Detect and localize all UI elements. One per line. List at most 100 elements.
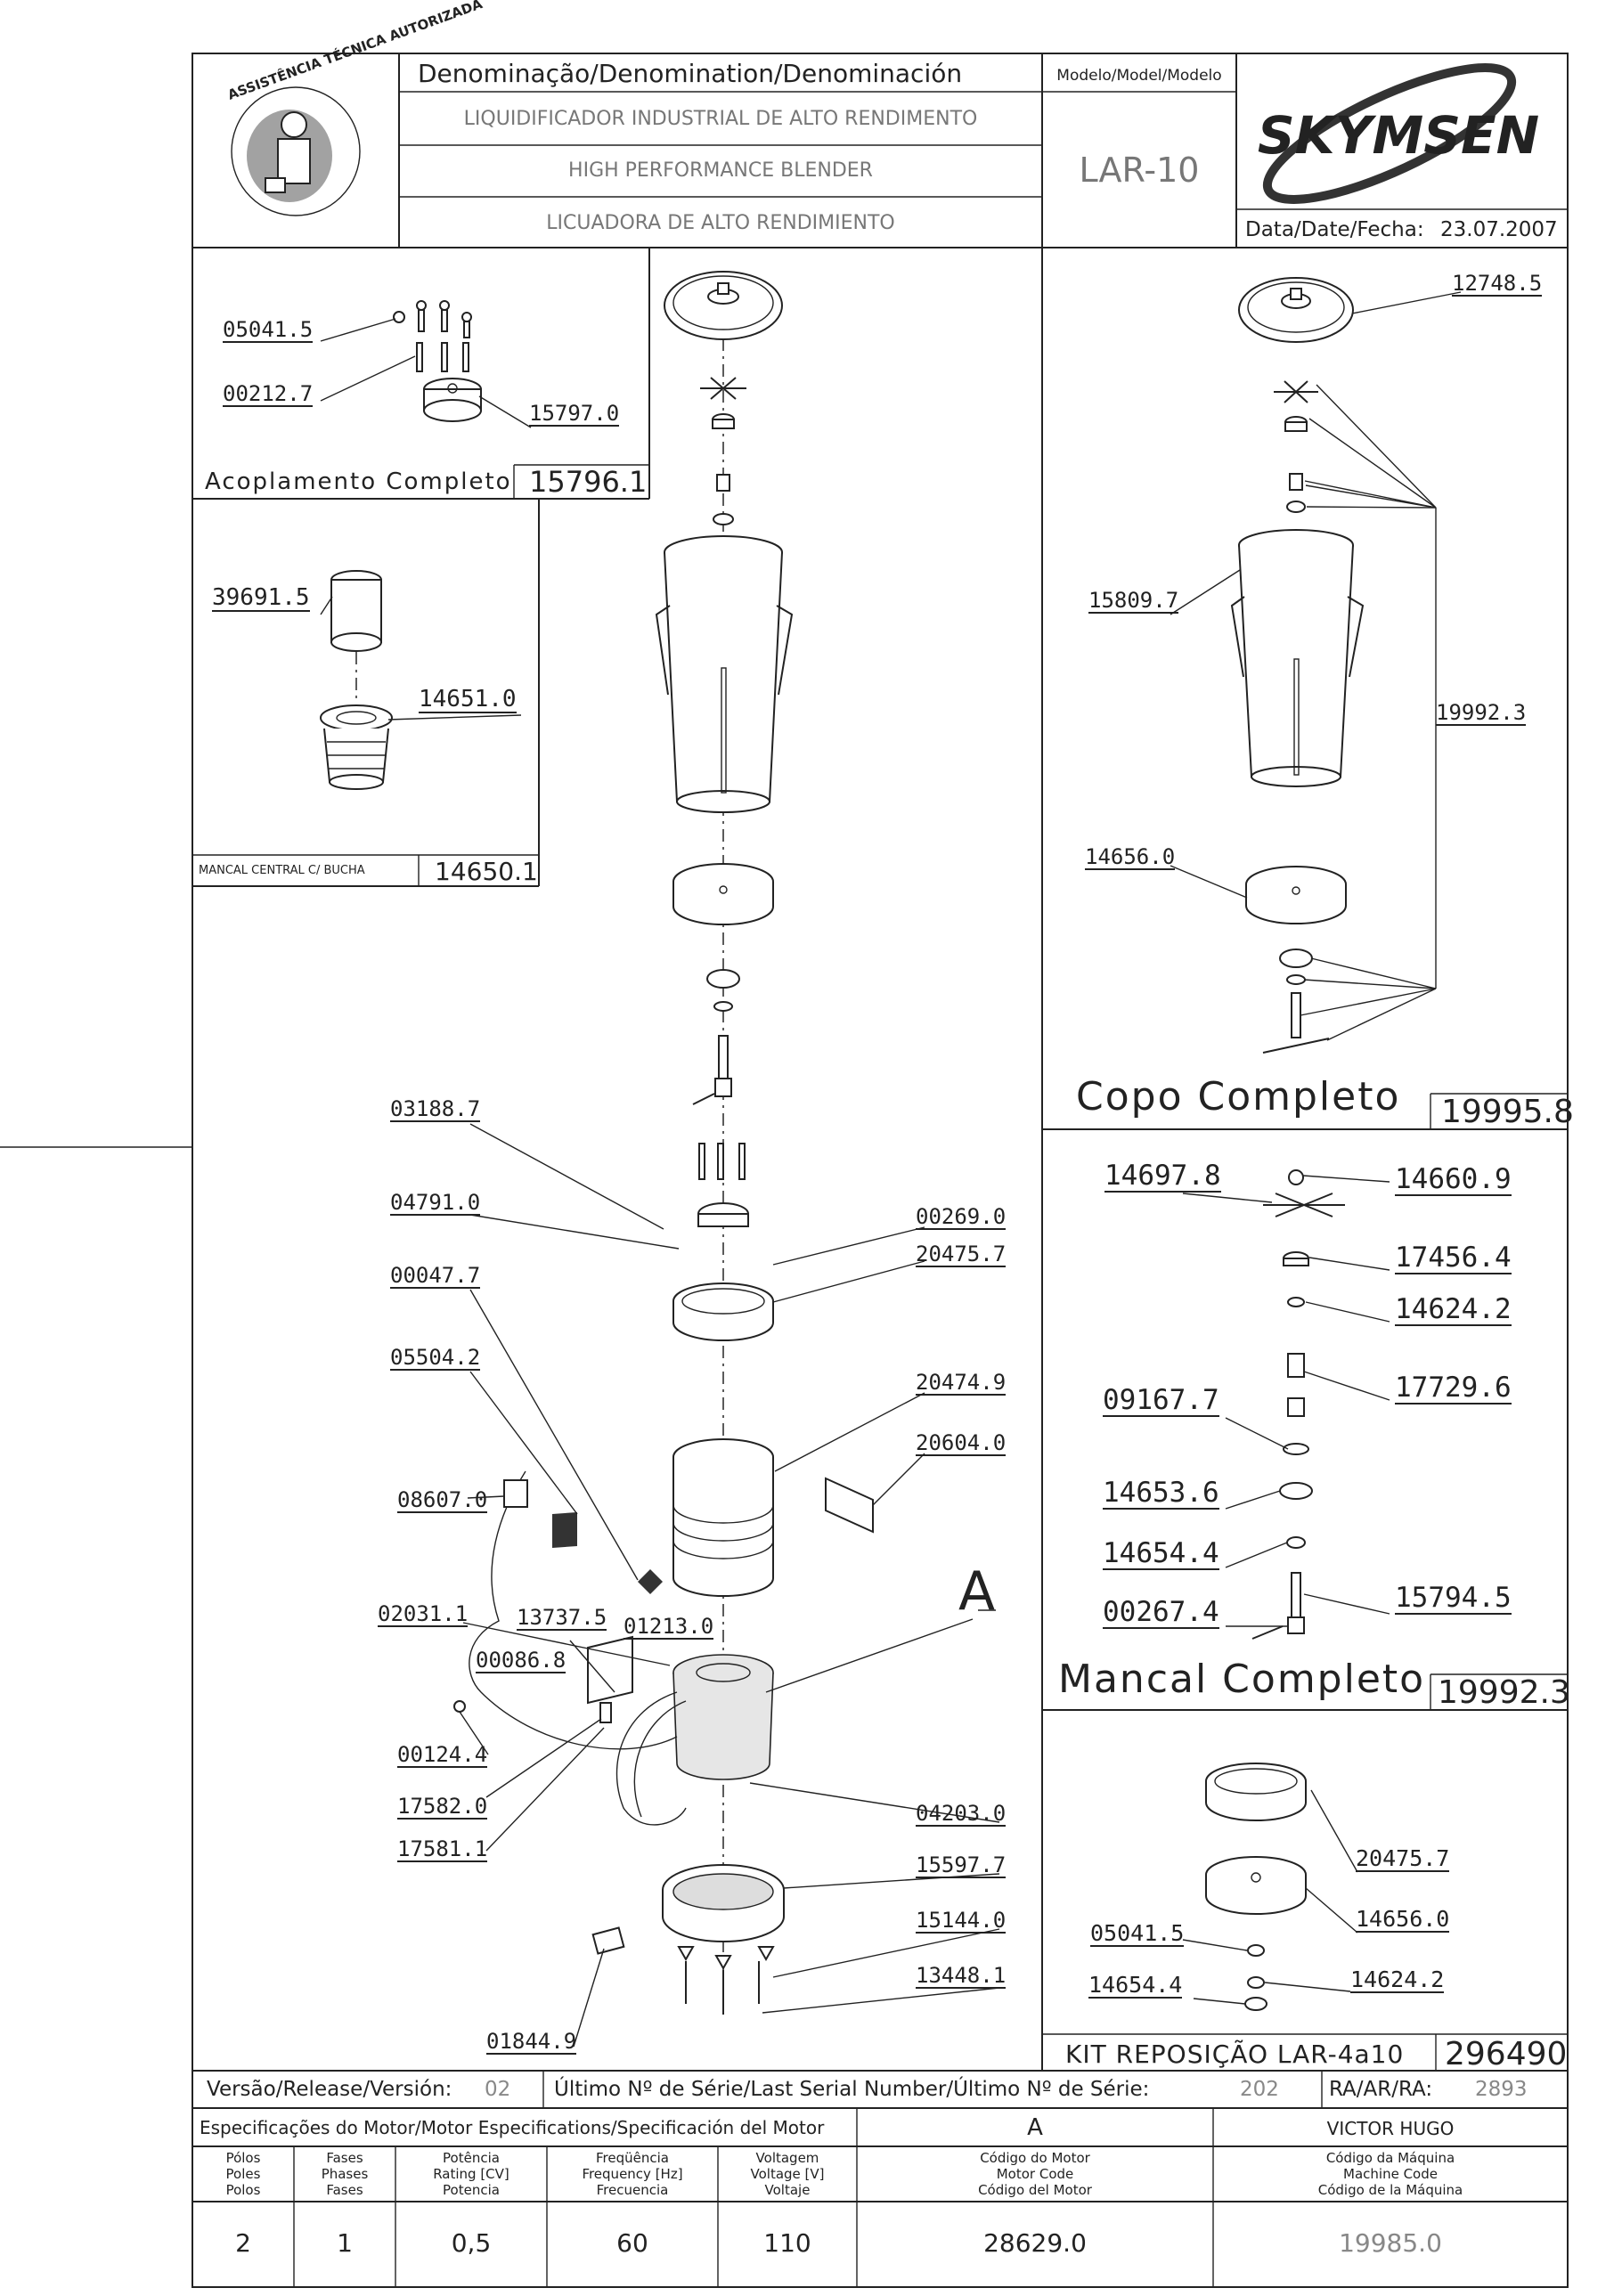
central-bearing-drawing xyxy=(320,570,522,790)
version-label: Versão/Release/Versión: xyxy=(207,2078,452,2101)
model-value: LAR-10 xyxy=(1080,151,1200,190)
spec-poles-label: Pólos Poles Polos xyxy=(192,2150,294,2198)
spec-label-line: Frequency [Hz] xyxy=(582,2166,683,2182)
part-label: 15597.7 xyxy=(916,1852,1007,1879)
motor-letter: A xyxy=(1027,2114,1043,2141)
part-label: 01213.0 xyxy=(624,1614,714,1641)
part-label: 00269.0 xyxy=(916,1204,1007,1231)
part-label: 13448.1 xyxy=(916,1963,1007,1990)
spec-motor-code-label: Código do Motor Motor Code Código del Mo… xyxy=(857,2150,1213,2198)
part-label: 00047.7 xyxy=(390,1263,481,1290)
part-label: 14660.9 xyxy=(1395,1163,1512,1196)
part-label: 14656.0 xyxy=(1085,844,1176,871)
spec-machine-code-label: Código da Máquina Machine Code Código de… xyxy=(1213,2150,1568,2198)
spec-label-line: Voltaje xyxy=(764,2182,811,2198)
part-label: 14624.2 xyxy=(1350,1966,1445,1994)
spec-phases-value: 1 xyxy=(337,2228,353,2258)
part-label: 09167.7 xyxy=(1103,1384,1219,1417)
model-label: Modelo/Model/Modelo xyxy=(1056,67,1221,85)
part-label: 19992.3 xyxy=(1436,700,1527,727)
spec-label-line: Fases xyxy=(326,2150,363,2166)
part-label: 14654.4 xyxy=(1088,1972,1183,1999)
main-exploded-drawing xyxy=(453,271,1000,2048)
version-value: 02 xyxy=(485,2078,511,2101)
part-label: 15794.5 xyxy=(1395,1582,1512,1615)
spec-frequency-value: 60 xyxy=(616,2228,648,2258)
brand-logo-text: SKYMSEN xyxy=(1258,105,1539,166)
cup-complete-code: 19995.8 xyxy=(1441,1094,1574,1130)
part-label: 14656.0 xyxy=(1356,1906,1450,1934)
part-label: 00267.4 xyxy=(1103,1596,1219,1629)
spec-label-line: Phases xyxy=(321,2166,369,2182)
part-label: 00086.8 xyxy=(476,1648,566,1674)
central-bearing-code: 14650.1 xyxy=(435,857,538,886)
part-label: 13737.5 xyxy=(517,1605,607,1632)
part-label: 03188.7 xyxy=(390,1096,481,1123)
kit-drawing xyxy=(1182,1763,1358,2011)
spec-label-line: Fases xyxy=(326,2182,363,2198)
part-label: 17456.4 xyxy=(1395,1242,1512,1274)
part-label: 01844.9 xyxy=(486,2029,577,2056)
date-label: Data/Date/Fecha: xyxy=(1245,218,1424,241)
spec-label-line: Motor Code xyxy=(996,2166,1074,2182)
coupling-drawing xyxy=(320,300,532,428)
part-label: 14697.8 xyxy=(1104,1160,1221,1193)
denomination-label: Denominação/Denomination/Denominación xyxy=(418,59,962,88)
coupling-code: 15796.1 xyxy=(529,465,648,499)
sheet-frame xyxy=(0,53,1569,2288)
spec-label-line: Voltage [V] xyxy=(750,2166,825,2182)
spec-voltage-value: 110 xyxy=(763,2228,811,2258)
spec-motor-code-value: 28629.0 xyxy=(983,2228,1087,2258)
part-label: 20474.9 xyxy=(916,1370,1007,1396)
ra-label: RA/AR/RA: xyxy=(1329,2078,1433,2101)
spec-label-line: Polos xyxy=(225,2182,261,2198)
serial-value: 202 xyxy=(1240,2078,1279,2101)
part-label: 12748.5 xyxy=(1452,271,1543,297)
part-label: 04791.0 xyxy=(390,1190,481,1217)
part-label: 20475.7 xyxy=(916,1242,1007,1268)
serial-label: Último Nº de Série/Last Serial Number/Úl… xyxy=(554,2078,1150,2101)
spec-label-line: Freqüência xyxy=(596,2150,669,2166)
spec-frequency-label: Freqüência Frequency [Hz] Frecuencia xyxy=(547,2150,718,2198)
part-label: 14654.4 xyxy=(1103,1537,1219,1570)
engineer-name: VICTOR HUGO xyxy=(1326,2118,1455,2139)
part-label: 00212.7 xyxy=(223,381,314,408)
spec-phases-label: Fases Phases Fases xyxy=(294,2150,395,2198)
part-label: 17582.0 xyxy=(397,1794,488,1820)
spec-power-value: 0,5 xyxy=(451,2228,492,2258)
part-label: 14651.0 xyxy=(419,686,517,714)
coupling-title: Acoplamento Completo xyxy=(205,468,512,495)
cup-complete-title: Copo Completo xyxy=(1076,1074,1401,1120)
spec-label-line: Voltagem xyxy=(755,2150,819,2166)
part-label: 05041.5 xyxy=(223,317,314,344)
part-label: 00124.4 xyxy=(397,1742,488,1769)
spec-label-line: Poles xyxy=(225,2166,261,2182)
release-and-spec-tables xyxy=(192,2070,1568,2287)
part-label: 17729.6 xyxy=(1395,1372,1512,1404)
kit-title: KIT REPOSIÇÃO LAR-4a10 xyxy=(1065,2040,1405,2069)
part-label: 20604.0 xyxy=(916,1430,1007,1457)
central-bearing-title: MANCAL CENTRAL C/ BUCHA xyxy=(199,864,365,877)
part-label: 15797.0 xyxy=(529,401,620,427)
spec-label-line: Código del Motor xyxy=(978,2182,1092,2198)
part-label: 05041.5 xyxy=(1090,1920,1185,1948)
name-pt: LIQUIDIFICADOR INDUSTRIAL DE ALTO RENDIM… xyxy=(464,108,978,130)
spec-label-line: Código do Motor xyxy=(980,2150,1090,2166)
spec-label-line: Potência xyxy=(443,2150,500,2166)
spec-label-line: Pólos xyxy=(225,2150,261,2166)
part-label: 15144.0 xyxy=(916,1908,1007,1934)
spec-poles-value: 2 xyxy=(235,2228,251,2258)
skymsen-logo: SKYMSEN xyxy=(1258,63,1539,204)
title-block: ASSISTÊNCIA TÉCNICA AUTORIZADA Denominaç… xyxy=(192,0,1568,248)
part-label: 15809.7 xyxy=(1088,588,1179,615)
spec-label-line: Machine Code xyxy=(1343,2166,1438,2182)
part-label: 20475.7 xyxy=(1356,1845,1450,1873)
date-value: 23.07.2007 xyxy=(1440,218,1558,241)
motor-callout-a: A xyxy=(958,1560,996,1623)
subassembly-frames xyxy=(192,248,1568,2071)
motor-spec-header: Especificações do Motor/Motor Especifica… xyxy=(200,2117,825,2138)
part-label: 39691.5 xyxy=(212,584,310,613)
spec-label-line: Código de la Máquina xyxy=(1317,2182,1463,2198)
name-es: LICUADORA DE ALTO RENDIMIENTO xyxy=(546,212,894,234)
